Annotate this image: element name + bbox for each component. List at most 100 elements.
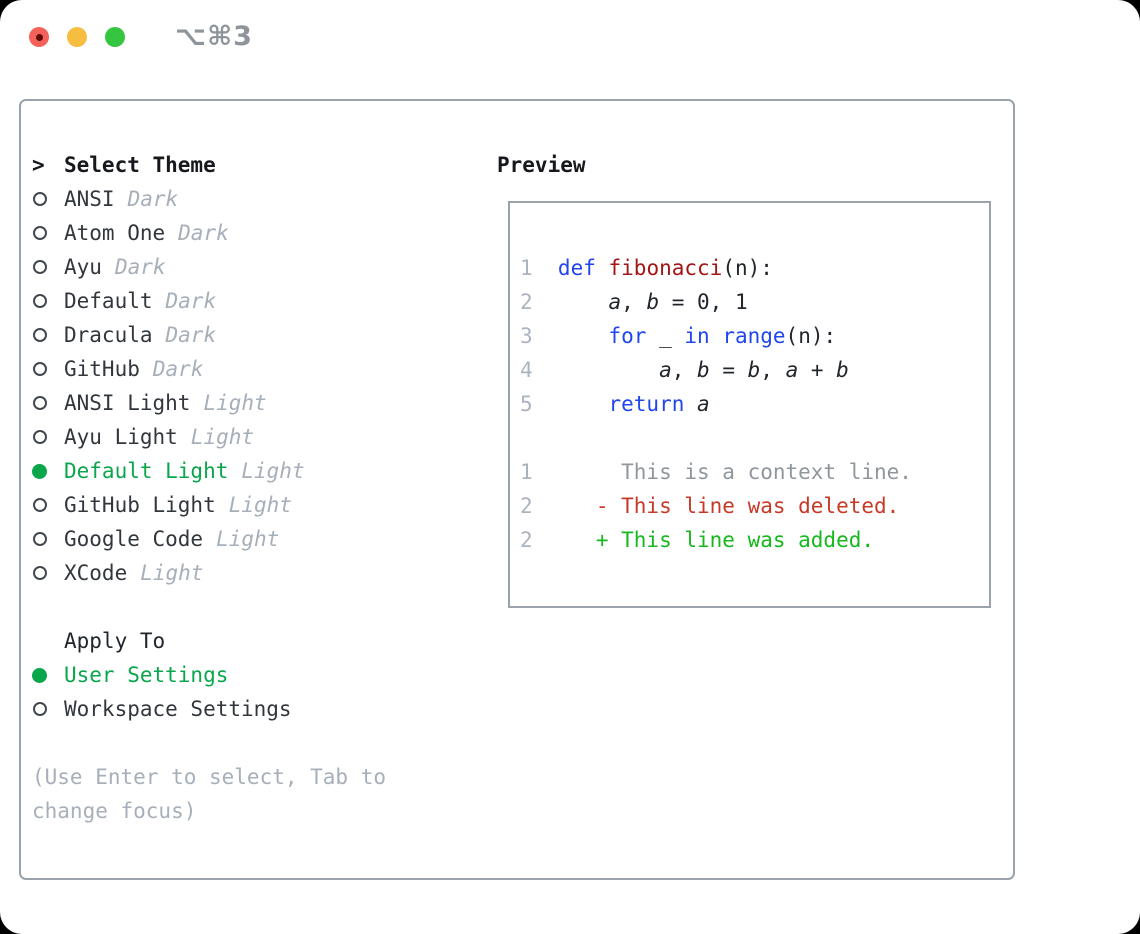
unsaved-dot-icon — [35, 33, 43, 41]
code-token: + This line was added. — [557, 528, 874, 552]
line-number: 3 — [520, 324, 533, 348]
theme-variant-tag: Light — [203, 391, 267, 415]
line-number: 2 — [520, 290, 533, 314]
code-line: 5 return a — [520, 387, 912, 421]
code-token: b — [747, 358, 761, 382]
zoom-button[interactable] — [105, 27, 125, 47]
code-token: = 0, 1 — [659, 290, 748, 314]
radio-unselected-icon — [32, 362, 64, 376]
help-text: (Use Enter to select, Tab to change focu… — [32, 765, 387, 823]
code-token: range — [722, 324, 786, 348]
option-label: User Settings — [64, 663, 229, 687]
radio-selected-icon — [32, 667, 64, 683]
radio-selected-icon — [32, 463, 64, 479]
option-label: Atom One — [64, 221, 166, 245]
minimize-button[interactable] — [67, 27, 87, 47]
code-token — [558, 324, 609, 348]
code-token: return — [608, 392, 685, 416]
code-token: , — [671, 358, 698, 382]
code-line: 4 a, b = b, a + b — [520, 353, 912, 387]
apply-to-option[interactable]: Workspace Settings — [32, 692, 462, 726]
apply-to-option[interactable]: User Settings — [32, 658, 462, 692]
code-token — [558, 290, 609, 314]
code-token — [684, 392, 697, 416]
theme-option[interactable]: Default Light Light — [32, 454, 462, 488]
theme-variant-tag: Dark — [127, 187, 179, 211]
line-number: 2 — [520, 528, 533, 552]
theme-variant-tag: Dark — [178, 221, 229, 245]
radio-unselected-icon — [32, 328, 64, 342]
line-number: 5 — [520, 392, 533, 416]
code-token — [558, 358, 659, 382]
theme-variant-tag: Light — [241, 459, 305, 483]
radio-unselected-icon — [32, 226, 64, 240]
spacer — [32, 726, 462, 760]
code-token: a — [697, 392, 710, 416]
preview-title: Preview — [497, 153, 586, 177]
code-token: , — [760, 358, 786, 382]
select-theme-header: > Select Theme — [32, 148, 462, 182]
theme-variant-tag: Light — [228, 493, 292, 517]
option-label: Dracula — [64, 323, 153, 347]
option-label: Default Light — [64, 459, 229, 483]
code-token: for — [608, 324, 647, 348]
code-token — [710, 324, 723, 348]
diff-line: 2 - This line was deleted. — [520, 489, 912, 523]
code-token: _ — [646, 324, 685, 348]
close-button[interactable] — [29, 27, 49, 47]
code-token: This is a context line. — [557, 460, 912, 484]
spacer — [32, 590, 462, 624]
theme-option[interactable]: Google Code Light — [32, 522, 462, 556]
theme-variant-tag: Light — [140, 561, 204, 585]
code-token — [558, 392, 609, 416]
code-token: a — [785, 358, 799, 382]
theme-option[interactable]: Atom One Dark — [32, 216, 462, 250]
code-line: 2 a, b = 0, 1 — [520, 285, 912, 319]
theme-option[interactable]: Default Dark — [32, 284, 462, 318]
option-label: Default — [64, 289, 153, 313]
code-token: (n): — [785, 324, 837, 348]
code-token: a — [659, 358, 672, 382]
theme-variant-tag: Dark — [165, 289, 217, 313]
line-number: 4 — [520, 358, 533, 382]
theme-variant-tag: Light — [190, 425, 255, 449]
line-number: 2 — [520, 494, 533, 518]
code-token: a — [608, 290, 622, 314]
radio-unselected-icon — [32, 430, 64, 444]
radio-unselected-icon — [32, 566, 64, 580]
code-token: in — [684, 324, 710, 348]
select-theme-title: Select Theme — [64, 153, 216, 177]
theme-option[interactable]: GitHub Light Light — [32, 488, 462, 522]
radio-unselected-icon — [32, 260, 64, 274]
diff-line: 2 + This line was added. — [520, 523, 912, 557]
theme-variant-tag: Dark — [114, 255, 166, 279]
code-token: , — [621, 290, 647, 314]
radio-unselected-icon — [32, 192, 64, 206]
code-token: fibonacci — [608, 256, 723, 280]
window-title: ⌥⌘3 — [175, 21, 253, 52]
code-line: 3 for _ in range(n): — [520, 319, 912, 353]
apply-to-header: Apply To — [32, 624, 462, 658]
line-number: 1 — [520, 460, 533, 484]
theme-variant-tag: Light — [216, 527, 280, 551]
option-label: Google Code — [64, 527, 204, 551]
code-token: b — [646, 290, 660, 314]
blank-line — [520, 421, 912, 455]
code-token: def — [557, 256, 596, 280]
code-token: + — [798, 358, 837, 382]
option-label: GitHub Light — [64, 493, 216, 517]
